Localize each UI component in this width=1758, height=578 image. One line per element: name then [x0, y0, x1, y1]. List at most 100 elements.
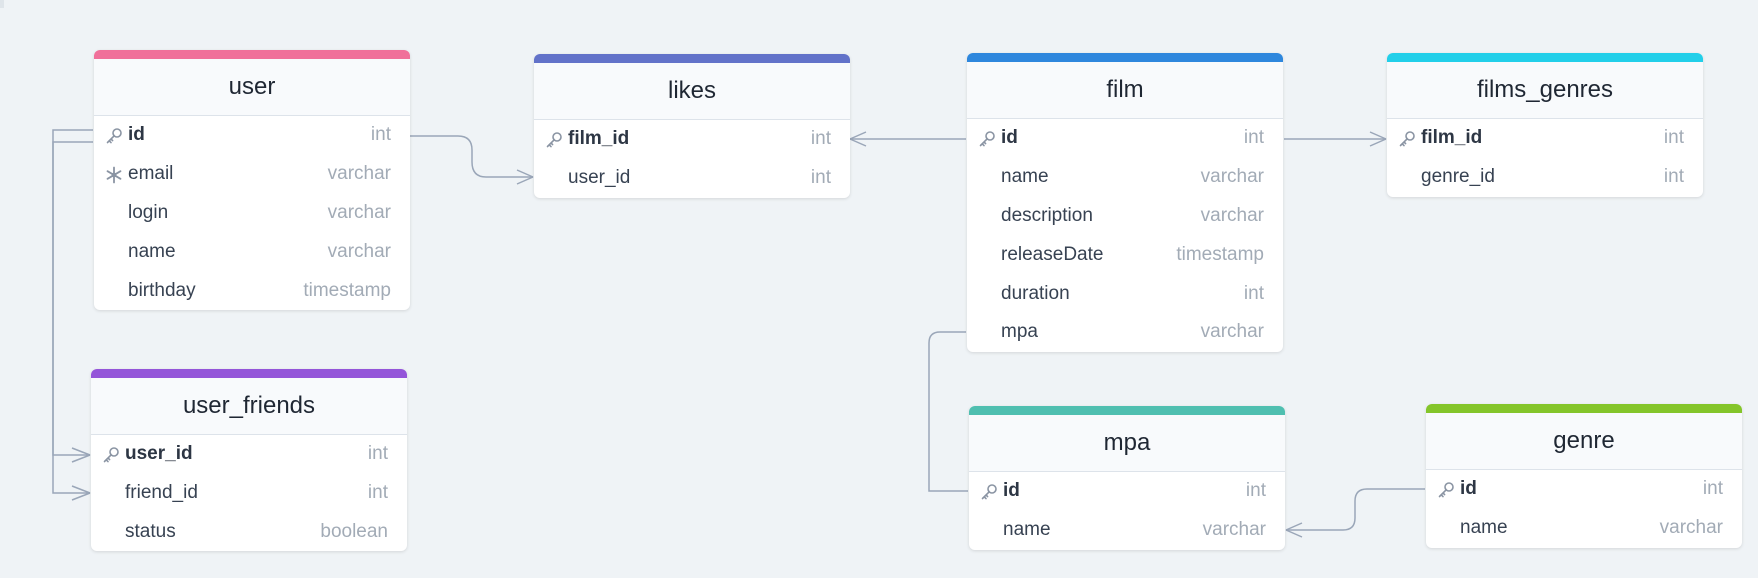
- column-type: int: [1702, 478, 1723, 500]
- column-name: login: [128, 201, 169, 223]
- column-type: varchar: [1200, 204, 1264, 226]
- column-name: releaseDate: [1001, 243, 1104, 265]
- edge-film-mpa: [928, 331, 968, 492]
- column-type: int: [367, 482, 388, 504]
- column-name: name: [128, 240, 176, 262]
- column-name: film_id: [1421, 127, 1483, 149]
- column-type: varchar: [1200, 166, 1264, 188]
- column-name: description: [1001, 204, 1093, 226]
- column-type: varchar: [1659, 517, 1723, 539]
- column-type: varchar: [1200, 321, 1264, 343]
- column-type: boolean: [320, 520, 388, 542]
- edge-user-friendid: [52, 141, 93, 494]
- edge-user-likes: [410, 135, 533, 178]
- column-name: friend_id: [125, 482, 198, 504]
- column-row-id[interactable]: id int: [969, 472, 1285, 511]
- column-row-genre-id[interactable]: genre_id int: [1387, 158, 1703, 197]
- table-title: mpa: [969, 415, 1285, 472]
- column-row-releasedate[interactable]: releaseDate timestamp: [967, 235, 1283, 274]
- key-icon: [545, 131, 563, 149]
- column-type: int: [1243, 127, 1264, 149]
- column-type: varchar: [327, 163, 391, 185]
- column-name: film_id: [568, 128, 630, 150]
- column-row-name[interactable]: name varchar: [94, 232, 410, 271]
- column-row-id[interactable]: id int: [967, 119, 1283, 158]
- table-accent: [969, 406, 1285, 415]
- column-row-film-id[interactable]: film_id int: [534, 120, 850, 159]
- table-title: film: [967, 62, 1283, 119]
- table-title: likes: [534, 63, 850, 120]
- column-name: id: [1001, 127, 1018, 149]
- crowfoot-userfriends-user: [71, 447, 91, 463]
- table-accent: [1426, 404, 1742, 413]
- column-type: varchar: [327, 240, 391, 262]
- column-row-film-id[interactable]: film_id int: [1387, 119, 1703, 158]
- column-name: email: [128, 163, 174, 185]
- column-row-email[interactable]: email varchar: [94, 155, 410, 194]
- column-type: int: [810, 167, 831, 189]
- crowfoot-mpa-genre: [1285, 522, 1303, 538]
- column-row-birthday[interactable]: birthday timestamp: [94, 271, 410, 310]
- column-row-description[interactable]: description varchar: [967, 197, 1283, 236]
- column-name: id: [1003, 480, 1020, 502]
- column-type: varchar: [1202, 519, 1266, 541]
- key-icon: [102, 446, 120, 464]
- column-type: int: [1245, 480, 1266, 502]
- column-row-friend-id[interactable]: friend_id int: [91, 474, 407, 513]
- table-accent: [1387, 53, 1703, 62]
- column-row-name[interactable]: name varchar: [969, 511, 1285, 550]
- table-accent: [534, 54, 850, 63]
- key-icon: [1398, 130, 1416, 148]
- column-row-user-id[interactable]: user_id int: [534, 159, 850, 198]
- column-name: mpa: [1001, 321, 1038, 343]
- table-title: user_friends: [91, 378, 407, 435]
- table-title: films_genres: [1387, 62, 1703, 119]
- column-row-id[interactable]: id int: [94, 116, 410, 155]
- column-name: id: [128, 124, 145, 146]
- column-type: timestamp: [303, 279, 391, 301]
- column-type: int: [1663, 127, 1684, 149]
- edge-genre-mpa: [1286, 488, 1425, 531]
- column-row-mpa[interactable]: mpa varchar: [967, 313, 1283, 352]
- crowfoot-userfriends-friend: [71, 485, 91, 501]
- crowfoot-filmsgenres-film: [1369, 131, 1387, 147]
- key-icon: [980, 483, 998, 501]
- table-accent: [94, 50, 410, 59]
- table-mpa[interactable]: mpa id int name varchar: [969, 406, 1285, 550]
- column-type: int: [810, 128, 831, 150]
- column-type: timestamp: [1176, 243, 1264, 265]
- column-name: genre_id: [1421, 166, 1495, 188]
- column-name: duration: [1001, 282, 1070, 304]
- column-type: varchar: [327, 201, 391, 223]
- window-corner: [0, 0, 4, 8]
- column-name: user_id: [568, 167, 631, 189]
- table-user[interactable]: user id int email varchar login varchar name va…: [94, 50, 410, 310]
- column-row-name[interactable]: name varchar: [1426, 509, 1742, 548]
- key-icon: [105, 127, 123, 145]
- table-title: genre: [1426, 413, 1742, 470]
- column-type: int: [367, 443, 388, 465]
- column-name: name: [1460, 517, 1508, 539]
- crowfoot-likes-user: [516, 169, 534, 185]
- column-name: birthday: [128, 279, 196, 301]
- column-name: name: [1003, 519, 1051, 541]
- column-type: int: [370, 124, 391, 146]
- snowflake-icon: [105, 166, 123, 184]
- key-icon: [978, 130, 996, 148]
- column-type: int: [1663, 166, 1684, 188]
- key-icon: [1437, 481, 1455, 499]
- table-title: user: [94, 59, 410, 116]
- crowfoot-likes-film: [849, 131, 867, 147]
- column-row-login[interactable]: login varchar: [94, 194, 410, 233]
